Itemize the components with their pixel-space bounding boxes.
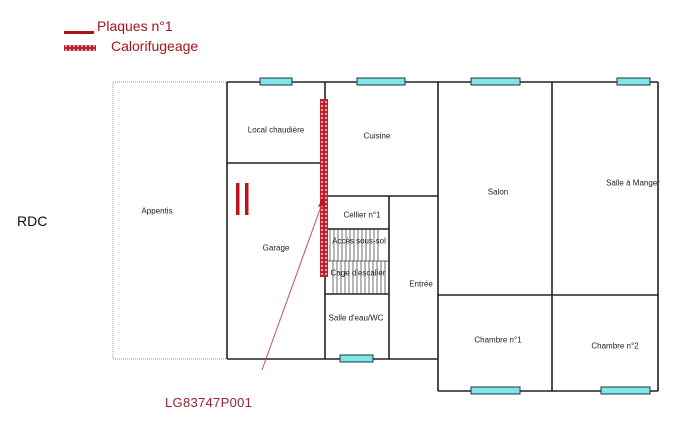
legend-plaque-line-icon	[64, 31, 94, 34]
room-salle-eau-wc: Salle d'eau/WC	[328, 313, 384, 323]
window-icon	[600, 386, 651, 395]
room-cuisine: Cuisine	[363, 131, 391, 141]
room-cellier: Cellier n°1	[343, 210, 381, 220]
room-entree: Entrée	[409, 279, 433, 289]
room-garage: Garage	[262, 243, 290, 253]
window-icon	[616, 77, 651, 86]
window-icon	[259, 77, 293, 86]
plaque-mark	[236, 183, 240, 215]
room-acces-sous-sol: Accès sous-sol	[332, 236, 386, 246]
room-chambre-1: Chambre n°1	[474, 335, 522, 345]
arrow-head-icon	[318, 197, 326, 207]
room-salon: Salon	[487, 187, 509, 197]
reference-arrow-line	[261, 200, 324, 371]
room-local-chaudiere: Local chaudière	[247, 125, 305, 135]
legend-calorifugeage-icon	[64, 45, 96, 51]
window-icon	[470, 386, 521, 395]
calorifugeage-bar	[320, 99, 328, 277]
room-chambre-2: Chambre n°2	[591, 341, 639, 351]
appentis-outline	[112, 81, 228, 360]
room-appentis: Appentis	[141, 206, 173, 216]
window-icon	[339, 354, 374, 363]
staircase-icon	[325, 229, 389, 294]
legend-plaques-label: Plaques n°1	[97, 18, 173, 34]
reference-label: LG83747P001	[165, 395, 253, 410]
plaque-mark	[245, 183, 249, 215]
windows	[259, 77, 651, 395]
room-cage-escalier: Cage d'escalier	[330, 268, 386, 278]
room-salle-a-manger: Salle à Manger	[606, 178, 660, 188]
legend-calorifugeage-label: Calorifugeage	[111, 38, 199, 54]
window-icon	[356, 77, 406, 86]
level-label: RDC	[17, 213, 48, 229]
window-icon	[470, 77, 521, 86]
